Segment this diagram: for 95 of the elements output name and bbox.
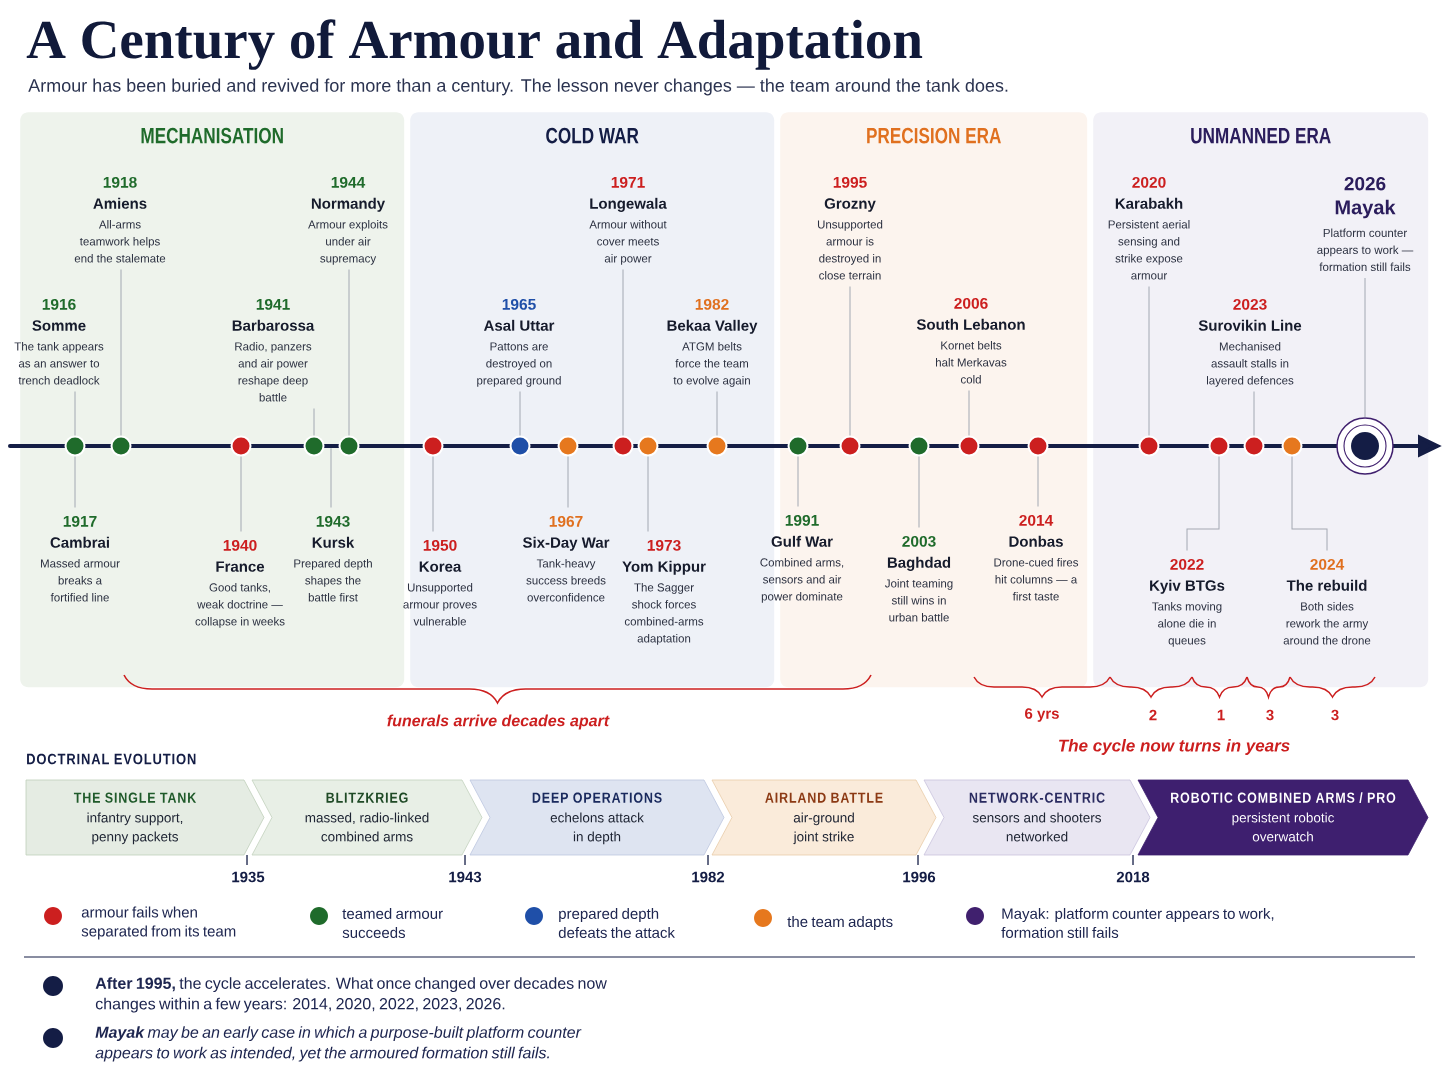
event-label: 2006 South Lebanon Kornet belts halt Merkavas cold bbox=[916, 297, 1025, 384]
event-label: 2022 Kyiv BTGs Tanks moving alone die in queues bbox=[1150, 558, 1225, 647]
stage-panel: ROBOTIC COMBINED ARMS / PRO persistent robotic overwatch bbox=[1137, 779, 1429, 856]
year-label: 1943 bbox=[449, 871, 482, 883]
leader-line bbox=[74, 391, 76, 436]
section-heading: DOCTRINAL EVOLUTION bbox=[27, 753, 196, 765]
leader-line bbox=[1037, 456, 1039, 507]
event-label: 2020 Karabakh Persistent aerial sensing and strike expose armour bbox=[1108, 176, 1190, 280]
event-label: 1967 Six-Day War Tank-heavy success breeds overconfidence bbox=[522, 515, 610, 602]
event-label: 2024 The rebuild Both sides rework the army around the drone bbox=[1283, 558, 1371, 645]
leader-line bbox=[313, 408, 315, 436]
leader-line bbox=[647, 456, 649, 532]
event-label: 1950 Korea Unsupported armour proves vulnerable bbox=[403, 539, 477, 626]
event-label: 1982 Bekaa Valley ATGM belts force the team to evolve again bbox=[667, 298, 758, 387]
leader-line bbox=[1253, 391, 1255, 436]
leader-line bbox=[968, 390, 970, 436]
event-label: 2003 Baghdad Joint teaming still wins in urban battle bbox=[885, 535, 953, 622]
event-label: 1917 Cambrai Massed armour breaks a fortified line bbox=[41, 515, 120, 602]
stage-panel: NETWORK-CENTRIC sensors and shooters networked bbox=[923, 779, 1151, 856]
event-label: 1918 Amiens All-arms teamwork helps end the stalemate bbox=[74, 176, 166, 263]
event-dot bbox=[839, 435, 861, 457]
interval-label: 3 bbox=[1266, 709, 1274, 721]
leader-line bbox=[622, 269, 624, 436]
event-label: 2023 Surovikin Line Mechanised assault stalls in layered defences bbox=[1198, 298, 1302, 387]
event-dot bbox=[1243, 435, 1265, 457]
stage-panel: BLITZKRIEG massed, radio-linked combined arms bbox=[251, 779, 483, 856]
event-label: 1973 Yom Kippur The Sagger shock forces combined-arms adaptation bbox=[622, 539, 706, 645]
event-dot bbox=[338, 435, 360, 457]
note-text: Mayak may be an early case in which a purpose-built platform counter appears to work as intended, yet the armoured formation still fails. bbox=[95, 1026, 582, 1062]
year-label: 1996 bbox=[903, 871, 936, 883]
event-label: 1991 Gulf War Combined arms, sensors and air power dominate bbox=[760, 514, 844, 603]
event-dot bbox=[958, 435, 980, 457]
leader-line bbox=[519, 391, 521, 436]
leader-line bbox=[1291, 456, 1328, 551]
event-label: 2026 Mayak Platform counter appears to work — formation still fails bbox=[1317, 176, 1414, 271]
event-label: 1944 Normandy Armour exploits under air supremacy bbox=[308, 176, 388, 265]
leader-line bbox=[918, 456, 920, 528]
page-title: A Century of Armour and Adaptation bbox=[26, 19, 923, 70]
year-label: 2018 bbox=[1116, 871, 1150, 883]
legend-label: the team adapts bbox=[787, 916, 893, 930]
leader-line bbox=[74, 456, 76, 508]
stage-panel: DEEP OPERATIONS echelons attack in depth bbox=[469, 779, 725, 856]
event-dot bbox=[908, 435, 930, 457]
event-label: 1940 France Good tanks, weak doctrine — collapse in weeks bbox=[195, 539, 285, 628]
event-dot bbox=[64, 435, 86, 457]
event-dot bbox=[557, 435, 579, 457]
leader-line bbox=[849, 286, 851, 436]
interval-label: 2 bbox=[1149, 709, 1157, 721]
event-dot bbox=[303, 435, 325, 457]
subtitle: Armour has been buried and revived for more than a century. The lesson never changes — the team around the tank does. bbox=[28, 78, 1008, 96]
brace-label: funerals arrive decades apart bbox=[387, 714, 610, 730]
event-dot bbox=[637, 435, 659, 457]
leader-line bbox=[1186, 456, 1220, 551]
leader-line bbox=[240, 456, 242, 532]
leader-line bbox=[567, 456, 569, 508]
legend-label: Mayak: platform counter appears to work, formation still fails bbox=[1001, 908, 1274, 938]
event-dot bbox=[422, 435, 444, 457]
interval-label: 6 yrs bbox=[1025, 708, 1059, 722]
event-label: 2014 Donbas Drone-cued fires hit columns — a first taste bbox=[994, 514, 1079, 601]
event-dot bbox=[110, 435, 132, 457]
leader-line bbox=[716, 391, 718, 436]
leader-line bbox=[1148, 286, 1150, 436]
legend-label: teamed armour succeeds bbox=[342, 908, 443, 938]
leader-line bbox=[432, 456, 434, 532]
legend-label: prepared depth defeats the attack bbox=[558, 908, 675, 938]
event-dot bbox=[230, 435, 252, 457]
leader-line bbox=[330, 447, 332, 508]
leader-line bbox=[797, 456, 799, 507]
event-dot bbox=[706, 435, 728, 457]
leader-line bbox=[348, 269, 350, 436]
event-label: 1971 Longewala Armour without cover meets air power bbox=[589, 176, 667, 265]
leader-line bbox=[1364, 277, 1366, 418]
event-label: 1995 Grozny Unsupported armour is destroyed in close terrain bbox=[818, 176, 883, 280]
event-dot bbox=[1208, 435, 1230, 457]
legend-label: armour fails when separated from its team bbox=[81, 906, 236, 940]
target-marker bbox=[1336, 417, 1394, 475]
note-text: After 1995, the cycle accelerates. What once changed over decades now changes within a few years: 2014, 2020, 2022, 2023, 2026. bbox=[95, 977, 607, 1013]
event-dot bbox=[787, 435, 809, 457]
event-dot bbox=[1027, 435, 1049, 457]
interval-label: 1 bbox=[1217, 709, 1225, 721]
leader-line bbox=[120, 269, 122, 436]
event-label: 1965 Asal Uttar Pattons are destroyed on prepared ground bbox=[477, 298, 561, 387]
year-label: 1982 bbox=[692, 871, 725, 883]
event-dot bbox=[612, 435, 634, 457]
stage-panel: THE SINGLE TANK infantry support, penny packets bbox=[25, 779, 265, 856]
event-dot bbox=[1281, 435, 1303, 457]
event-label: 1941 Barbarossa Radio, panzers and air power reshape deep battle bbox=[232, 298, 315, 402]
interval-label: 3 bbox=[1331, 709, 1339, 721]
event-dot bbox=[1138, 435, 1160, 457]
event-label: 1916 Somme The tank appears as an answer to trench deadlock bbox=[14, 298, 104, 385]
event-dot bbox=[509, 435, 531, 457]
brace-label: The cycle now turns in years bbox=[1059, 739, 1290, 755]
year-label: 1935 bbox=[232, 871, 265, 883]
event-label: 1943 Kursk Prepared depth shapes the battle first bbox=[294, 515, 372, 602]
stage-panel: AIRLAND BATTLE air-ground joint strike bbox=[711, 779, 937, 856]
